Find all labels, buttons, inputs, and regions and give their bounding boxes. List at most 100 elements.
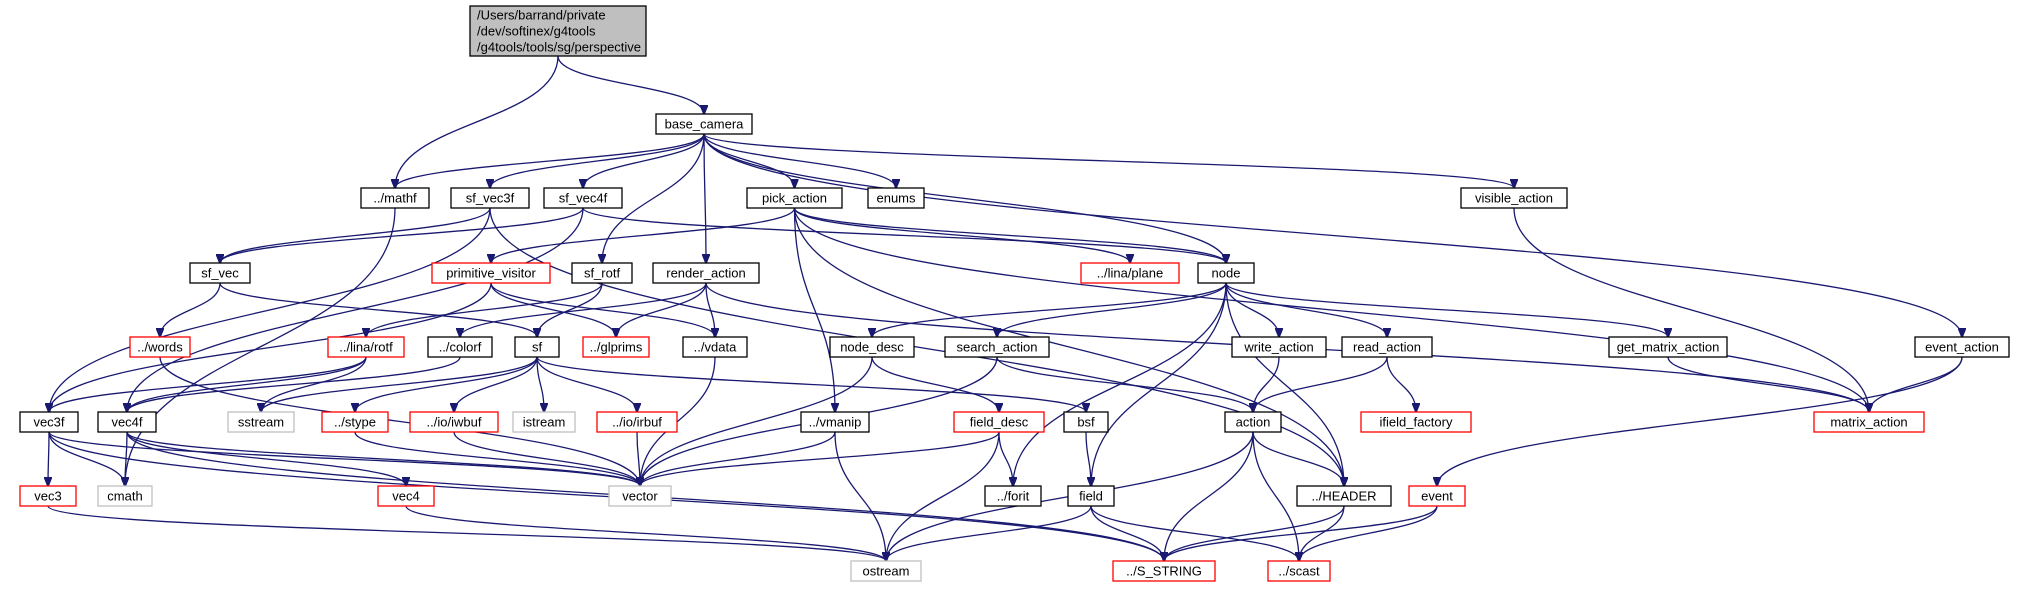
node-get_matrix_action[interactable]: get_matrix_action — [1608, 336, 1728, 358]
edge-field_desc-to-ostream — [886, 431, 1000, 561]
edge-mathf-to-cmath — [125, 207, 396, 486]
edge-base_camera-to-sf_vec4f — [583, 133, 705, 188]
node-enums[interactable]: enums — [867, 187, 925, 209]
node-sf[interactable]: sf — [514, 336, 560, 358]
node-vector[interactable]: vector — [608, 485, 672, 507]
node-label: sf — [532, 340, 543, 355]
edge-sf_vec4f-to-node — [582, 207, 1226, 263]
node-matrix_action[interactable]: matrix_action — [1813, 411, 1925, 433]
node-box — [850, 560, 922, 582]
node-field_desc[interactable]: field_desc — [953, 411, 1045, 433]
node-label: ../lina/plane — [1097, 266, 1164, 281]
edge-get_matrix_action-to-matrix_action — [1667, 356, 1869, 412]
node-visible_action[interactable]: visible_action — [1460, 187, 1568, 209]
edge-io_iwbuf-to-vector — [453, 431, 640, 486]
edge-primitive_visitor-to-glprims — [490, 282, 616, 337]
edge-primitive_visitor-to-vec3f — [49, 282, 492, 412]
node-sf_vec4f[interactable]: sf_vec4f — [543, 187, 623, 209]
node-event_action[interactable]: event_action — [1914, 336, 2010, 358]
node-ifield_factory[interactable]: ifield_factory — [1360, 411, 1472, 433]
node-vec3f[interactable]: vec3f — [19, 411, 79, 433]
edge-node-to-get_matrix_action — [1225, 282, 1668, 337]
node-box — [431, 262, 551, 284]
node-label: event_action — [1925, 340, 1999, 355]
node-cmath[interactable]: cmath — [97, 485, 153, 507]
node-sstream[interactable]: sstream — [227, 411, 295, 433]
edge-sf_vec4f-to-sf_vec — [220, 207, 584, 263]
node-node[interactable]: node — [1197, 262, 1255, 284]
node-box — [409, 411, 499, 433]
node-label: ../colorf — [439, 340, 482, 355]
node-box — [652, 262, 760, 284]
edge-action-to-scast — [1252, 431, 1299, 561]
node-glprims[interactable]: ../glprims — [582, 336, 650, 358]
node-label: vec3f — [33, 415, 64, 430]
node-base_camera[interactable]: base_camera — [655, 113, 753, 135]
node-label: sstream — [238, 415, 284, 430]
node-box — [829, 336, 915, 358]
node-ostream[interactable]: ostream — [850, 560, 922, 582]
node-label: sf_vec3f — [466, 191, 515, 206]
edge-node_desc-to-field_desc — [871, 356, 999, 412]
node-label: matrix_action — [1830, 415, 1907, 430]
node-forit[interactable]: ../forit — [984, 485, 1042, 507]
edge-base_camera-to-event_action — [703, 133, 1962, 337]
edge-node-to-read_action — [1225, 282, 1387, 337]
node-label: ostream — [863, 564, 910, 579]
node-action[interactable]: action — [1224, 411, 1282, 433]
node-label: sf_vec — [201, 266, 239, 281]
node-node_desc[interactable]: node_desc — [829, 336, 915, 358]
node-label: base_camera — [665, 117, 745, 132]
node-sf_vec[interactable]: sf_vec — [189, 262, 251, 284]
node-io_irbuf[interactable]: ../io/irbuf — [596, 411, 678, 433]
node-mathf[interactable]: ../mathf — [360, 187, 430, 209]
node-header[interactable]: ../HEADER — [1296, 485, 1392, 507]
node-sf_rotf[interactable]: sf_rotf — [571, 262, 633, 284]
node-label: sf_vec4f — [559, 191, 608, 206]
edge-render_action-to-vdata — [705, 282, 715, 337]
node-words[interactable]: ../words — [129, 336, 191, 358]
node-box — [596, 411, 678, 433]
node-scast[interactable]: ../scast — [1267, 560, 1331, 582]
edge-vec3f-to-cmath — [48, 431, 125, 486]
node-box — [953, 411, 1045, 433]
node-lina_rotf[interactable]: ../lina/rotf — [327, 336, 405, 358]
node-bsf[interactable]: bsf — [1063, 411, 1109, 433]
edge-sf_vec-to-sf — [219, 282, 537, 337]
node-colorf[interactable]: ../colorf — [427, 336, 493, 358]
node-label: istream — [523, 415, 566, 430]
node-vec4f[interactable]: vec4f — [97, 411, 157, 433]
node-vdata[interactable]: ../vdata — [682, 336, 748, 358]
node-label: ../glprims — [590, 340, 643, 355]
edge-render_action-to-glprims — [616, 282, 707, 337]
node-render_action[interactable]: render_action — [652, 262, 760, 284]
node-lina_plane[interactable]: ../lina/plane — [1080, 262, 1180, 284]
node-vec3[interactable]: vec3 — [19, 485, 77, 507]
node-search_action[interactable]: search_action — [944, 336, 1050, 358]
node-event[interactable]: event — [1408, 485, 1466, 507]
edge-primitive_visitor-to-vdata — [490, 282, 715, 337]
node-read_action[interactable]: read_action — [1341, 336, 1433, 358]
edge-base_camera-to-mathf — [395, 133, 705, 188]
edge-sf_vec4f-to-vec4f — [127, 207, 584, 412]
edge-vec4f-to-vec4 — [126, 431, 406, 486]
node-vmanip[interactable]: ../vmanip — [800, 411, 870, 433]
edge-visible_action-to-matrix_action — [1513, 207, 1869, 412]
node-label: ../io/iwbuf — [427, 415, 482, 430]
node-istream[interactable]: istream — [512, 411, 576, 433]
node-write_action[interactable]: write_action — [1231, 336, 1327, 358]
node-field[interactable]: field — [1067, 485, 1115, 507]
node-sf_vec3f[interactable]: sf_vec3f — [450, 187, 530, 209]
node-stype[interactable]: ../stype — [321, 411, 389, 433]
node-box — [1112, 560, 1216, 582]
edge-colorf-to-vec4f — [127, 356, 461, 412]
node-box — [1063, 411, 1109, 433]
node-vec4[interactable]: vec4 — [377, 485, 435, 507]
edge-read_action-to-action — [1253, 356, 1388, 412]
node-io_iwbuf[interactable]: ../io/iwbuf — [409, 411, 499, 433]
edge-event_action-to-event — [1437, 356, 1963, 486]
node-primitive_visitor[interactable]: primitive_visitor — [431, 262, 551, 284]
node-s_string[interactable]: ../S_STRING — [1112, 560, 1216, 582]
node-root[interactable]: /Users/barrand/private/dev/softinex/g4to… — [469, 5, 647, 57]
node-pick_action[interactable]: pick_action — [746, 187, 843, 209]
